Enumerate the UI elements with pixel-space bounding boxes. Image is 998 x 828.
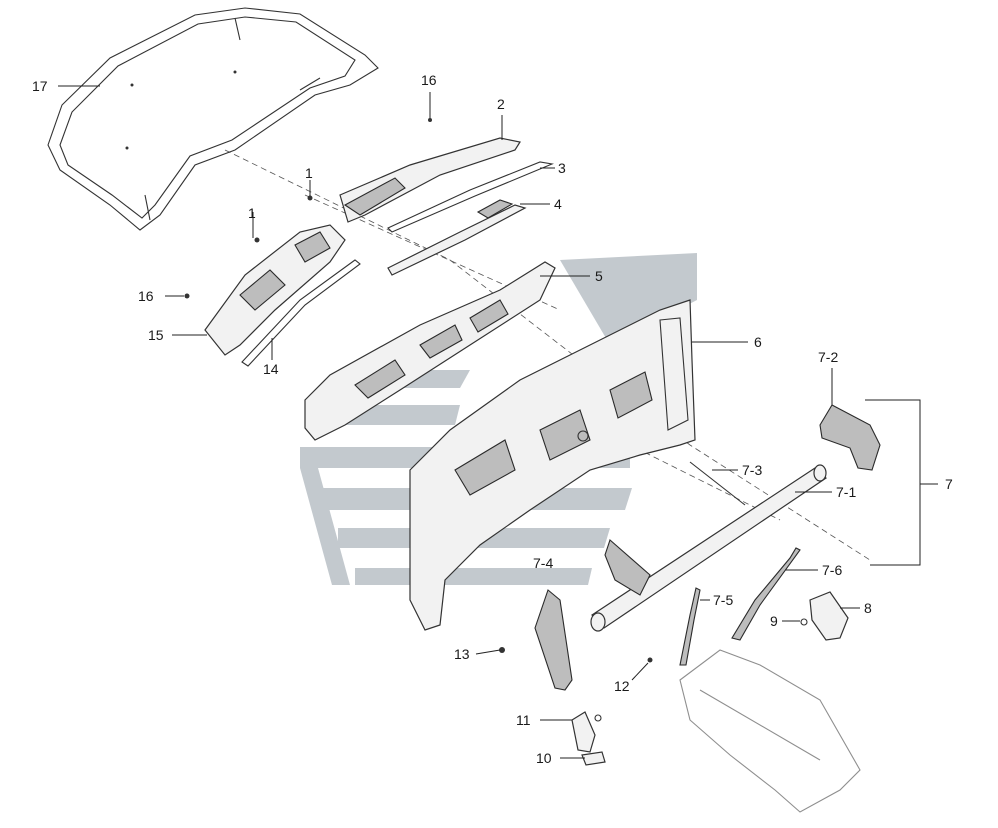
brace-7-6 bbox=[731, 547, 801, 641]
callout-4: 4 bbox=[554, 196, 562, 212]
callout-13: 13 bbox=[454, 646, 470, 662]
callout-17: 17 bbox=[32, 78, 48, 94]
fasteners bbox=[184, 118, 808, 663]
callout-6: 6 bbox=[754, 334, 762, 350]
callout-8: 8 bbox=[864, 600, 872, 616]
callout-7: 7 bbox=[945, 476, 953, 492]
callout-16: 16 bbox=[138, 288, 154, 304]
callout-1: 1 bbox=[248, 205, 256, 221]
callout-7-1: 7-1 bbox=[836, 484, 856, 500]
dash-upper-panel bbox=[304, 261, 556, 441]
callout-3: 3 bbox=[558, 160, 566, 176]
bracket-7-2 bbox=[819, 404, 881, 471]
cowl-top-panel bbox=[339, 137, 554, 276]
reference-dash-outline bbox=[679, 649, 861, 813]
callout-16: 16 bbox=[421, 72, 437, 88]
bracket-7-4 bbox=[534, 589, 573, 691]
callout-7-5: 7-5 bbox=[713, 592, 733, 608]
cowl-side-panel bbox=[204, 224, 361, 367]
callout-1: 1 bbox=[305, 165, 313, 181]
callout-9: 9 bbox=[770, 613, 778, 629]
callout-14: 14 bbox=[263, 361, 279, 377]
callout-5: 5 bbox=[595, 268, 603, 284]
callout-7-4: 7-4 bbox=[533, 555, 553, 571]
callout-labels: 17 16 2 3 4 1 1 5 16 15 14 6 7-2 7 7-3 7… bbox=[32, 72, 953, 766]
bracket-8 bbox=[809, 591, 849, 641]
callout-15: 15 bbox=[148, 327, 164, 343]
callout-12: 12 bbox=[614, 678, 630, 694]
cross-car-beam bbox=[590, 464, 827, 632]
brace-7-5 bbox=[679, 587, 701, 666]
hood-seal-frame bbox=[47, 7, 379, 231]
bracket-11 bbox=[571, 711, 602, 753]
callout-2: 2 bbox=[497, 96, 505, 112]
callout-7-2: 7-2 bbox=[818, 349, 838, 365]
callout-7-6: 7-6 bbox=[822, 562, 842, 578]
callout-10: 10 bbox=[536, 750, 552, 766]
rod-7-3 bbox=[689, 461, 746, 506]
leader-lines bbox=[58, 85, 938, 759]
dash-main-panel bbox=[409, 299, 696, 631]
bracket-10 bbox=[581, 751, 606, 766]
callout-11: 11 bbox=[516, 712, 531, 728]
callout-7-3: 7-3 bbox=[742, 462, 762, 478]
